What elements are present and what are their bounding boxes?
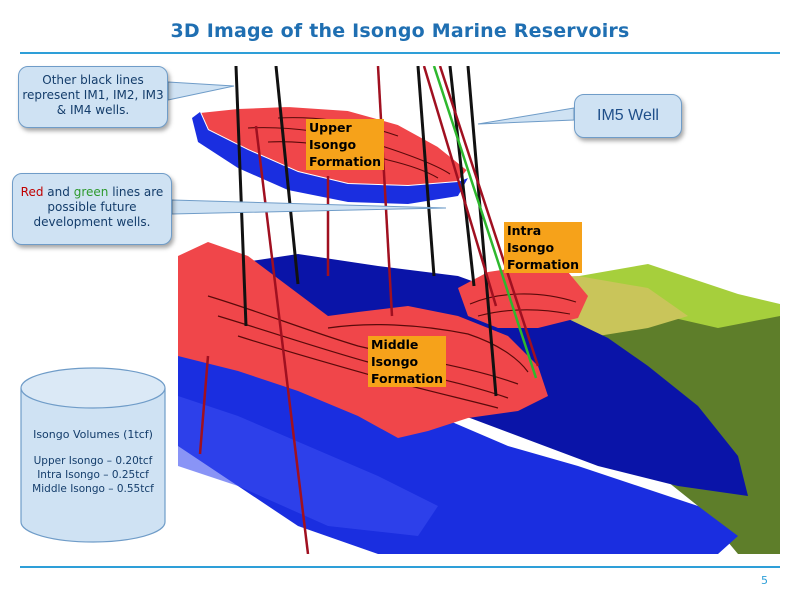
volumes-text: Isongo Volumes (1tcf) Upper Isongo – 0.2…: [19, 428, 167, 496]
label-middle-isongo: Middle Isongo Formation: [368, 336, 446, 387]
volumes-title: Isongo Volumes (1tcf): [33, 428, 153, 441]
im-well-1: [234, 66, 248, 327]
page-number: 5: [761, 574, 768, 587]
label-upper-isongo: Upper Isongo Formation: [306, 119, 384, 170]
volume-middle: Middle Isongo – 0.55tcf: [32, 483, 154, 495]
green-word: green: [73, 185, 109, 199]
future-well-green: [432, 66, 538, 379]
im-well-3: [416, 66, 436, 277]
red-word: Red: [20, 185, 44, 199]
future-wells-callout: Red and green lines are possible future …: [12, 173, 172, 245]
im5-well-callout: IM5 Well: [574, 94, 682, 138]
im5-well: [448, 66, 476, 287]
future-well-red-3: [422, 66, 498, 307]
im-well-2: [274, 66, 300, 285]
future-well-red-2: [376, 66, 394, 317]
im-well-4: [466, 66, 498, 397]
reservoir-render: [178, 66, 780, 554]
bottom-divider: [20, 566, 780, 568]
black-lines-callout: Other black lines represent IM1, IM2, IM…: [18, 66, 168, 128]
future-well-red-6: [198, 355, 210, 455]
black-lines-text: Other black lines represent IM1, IM2, IM…: [22, 73, 164, 117]
volumes-cylinder: [20, 367, 166, 543]
future-well-red-4: [438, 66, 540, 367]
slide-title: 3D Image of the Isongo Marine Reservoirs: [170, 20, 630, 42]
intra-isongo-surface: [458, 266, 588, 328]
reservoir-3d-view: [178, 66, 780, 554]
volume-upper: Upper Isongo – 0.20tcf: [33, 455, 153, 467]
label-intra-isongo: Intra Isongo Formation: [504, 222, 582, 273]
middle-isongo-surface: [178, 242, 548, 438]
upper-isongo-base: [192, 112, 468, 204]
top-divider: [20, 52, 780, 54]
volume-intra: Intra Isongo – 0.25tcf: [37, 469, 149, 481]
future-well-red-1: [254, 125, 310, 554]
